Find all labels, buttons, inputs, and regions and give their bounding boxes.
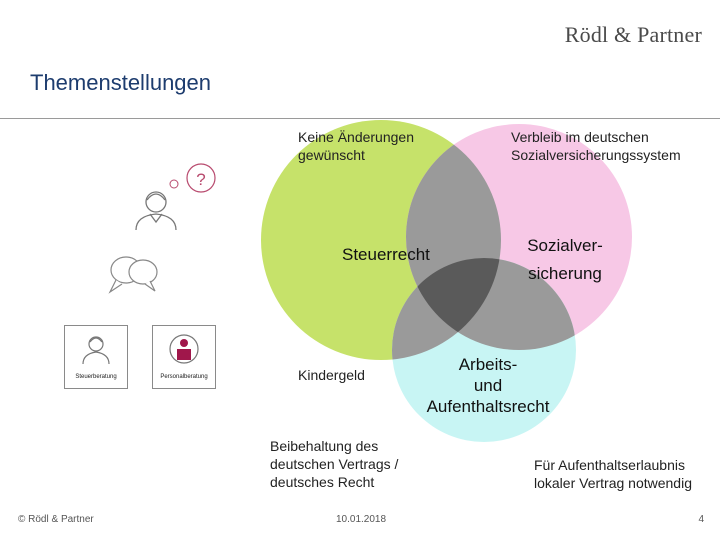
question-mark: ? [196,170,205,189]
footer-copyright: © Rödl & Partner [18,514,94,525]
overlap-center [406,258,501,350]
hr-person-icon [169,334,199,364]
company-logo: Rödl & Partner [564,22,702,47]
label-top-left: Keine Änderungen gewünscht [298,129,414,163]
card-hr-advisory: Personalberatung [152,325,216,389]
footer-page-number: 4 [698,514,704,525]
page-title: Themenstellungen [30,70,212,95]
person-icon [135,191,177,231]
card-tax-advisory: Steuerberatung [64,325,128,389]
label-top-right: Verbleib im deutschen Sozialversicherung… [511,129,681,163]
circle-bottom-label: Arbeits- und Aufenthaltsrecht [426,355,550,416]
footer-date: 10.01.2018 [336,514,387,525]
illustration: ? [108,163,216,294]
question-bubble-icon: ? [169,163,216,193]
circle-left-label: Steuerrecht [342,245,430,264]
speech-bubbles-icon [108,256,158,294]
label-bottom-right: Für Aufenthaltserlaubnis lokaler Vertrag… [534,457,692,491]
person-icon [82,336,110,365]
circle-right-label: Sozialver- sicherung [527,236,603,283]
title-divider [0,118,720,119]
label-kindergeld: Kindergeld [298,367,365,383]
label-bottom-left: Beibehaltung des deutschen Vertrags / de… [270,438,399,490]
card-left-label: Steuerberatung [75,374,117,380]
card-right-label: Personalberatung [160,374,208,380]
